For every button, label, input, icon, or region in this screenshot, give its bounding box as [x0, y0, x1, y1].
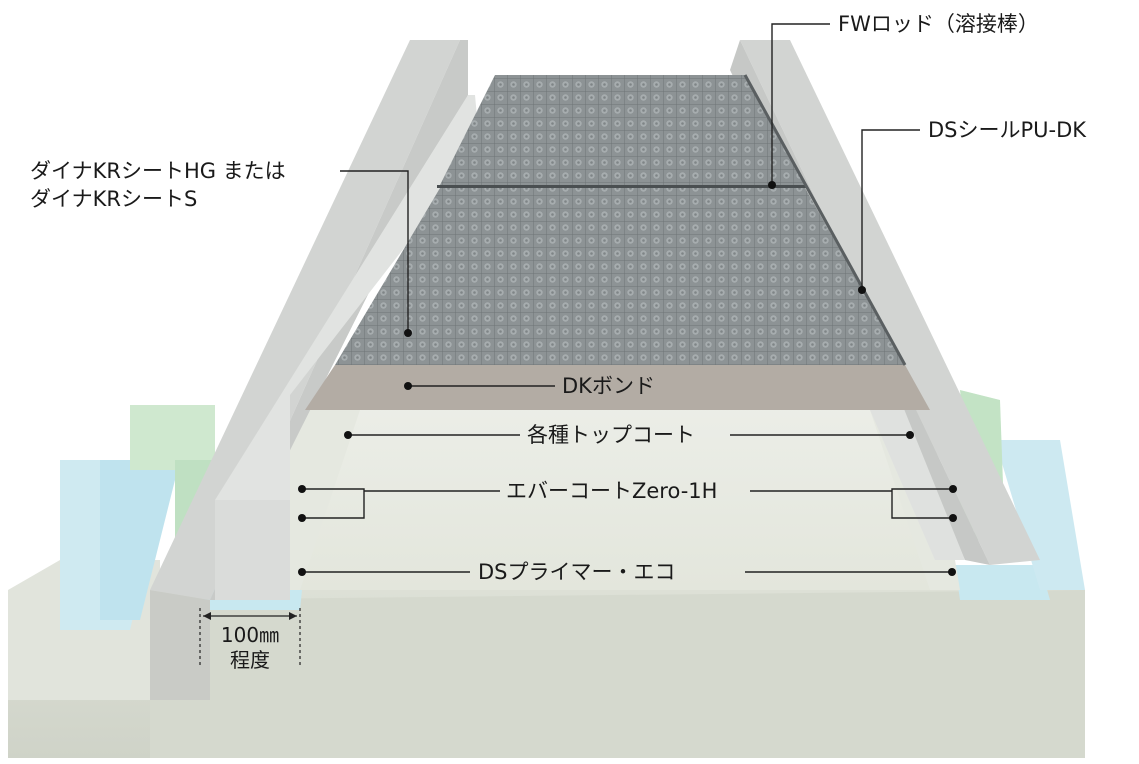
- leader-lines: [298, 23, 957, 576]
- label-width-value: 100㎜: [221, 623, 279, 647]
- label-top-coat: 各種トップコート: [527, 423, 695, 447]
- label-primer: DSプライマー・エコ: [478, 560, 676, 584]
- label-width-suffix: 程度: [230, 648, 270, 672]
- concrete-base: [8, 560, 1085, 758]
- label-sheet-line1: ダイナKRシートHG または: [30, 159, 286, 183]
- left-parapet-wall: [150, 40, 480, 700]
- dk-bond-layer: [305, 365, 930, 410]
- label-fw-rod: FWロッド（溶接棒）: [838, 12, 1039, 36]
- primer-layer: [60, 440, 1085, 630]
- sheet-layer: [335, 74, 907, 366]
- label-evercoat: エバーコートZero-1H: [506, 479, 717, 503]
- label-sheet-line2: ダイナKRシートS: [30, 187, 197, 211]
- width-dimension: [199, 608, 301, 665]
- label-ds-seal: DSシールPU-DK: [928, 118, 1087, 142]
- label-dk-bond: DKボンド: [562, 374, 655, 398]
